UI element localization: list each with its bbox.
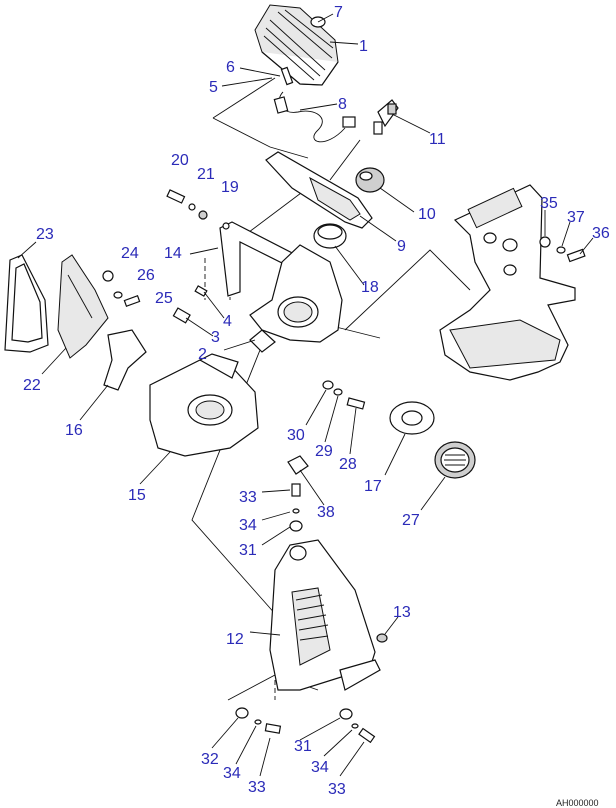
callout-19: 19 [221,179,239,196]
part-washer-26 [113,291,123,299]
part-washer-29 [333,388,343,396]
callout-36: 36 [592,225,610,242]
callout-18: 18 [361,279,379,296]
callout-10: 10 [418,206,436,223]
part-side-cover-23 [4,254,49,353]
callout-21: 21 [197,166,215,183]
part-bolt-28 [346,397,366,410]
callout-35: 35 [540,195,558,212]
part-washer-24 [102,270,114,282]
part-clip-38 [287,455,309,475]
part-lower-housing [149,353,259,457]
callout-34-lower-right: 34 [311,759,329,776]
part-washer-34-upper [292,508,300,514]
callout-13: 13 [393,604,411,621]
callout-24: 24 [121,245,139,262]
part-bolt-33-upper [291,483,301,497]
part-washer-30 [322,380,334,390]
part-washer-31-upper [289,520,303,532]
callout-34-upper: 34 [239,517,257,534]
callout-6: 6 [226,59,235,76]
part-bolt-25 [123,295,141,307]
part-wire-harness [273,66,356,143]
part-washer-31-lower [339,708,353,720]
callout-27: 27 [402,512,420,529]
part-washer-32 [235,707,249,719]
part-screw-13 [376,633,388,643]
figure-code: AH000000 [556,798,599,808]
callout-4: 4 [223,313,232,330]
callout-16: 16 [65,422,83,439]
part-bracket-plate [265,151,373,229]
callout-17: 17 [364,478,382,495]
part-bolt-36 [566,248,586,263]
callout-22: 22 [23,377,41,394]
part-right-cover [439,184,576,381]
callout-9: 9 [397,238,406,255]
callout-1: 1 [359,38,368,55]
part-bolt-3-4 [172,285,208,324]
part-headlight-assembly [254,4,339,86]
callout-31-lower: 31 [294,738,312,755]
callout-20: 20 [171,152,189,169]
callout-3: 3 [211,329,220,346]
part-bolt-33-lower-left [264,723,282,734]
part-washer-37 [556,246,566,254]
callout-11: 11 [429,131,446,148]
part-guard-16 [103,329,147,391]
callout-7: 7 [334,4,343,21]
callout-33-lower-right: 33 [328,781,346,798]
part-lower-cover [269,539,381,691]
part-washer-34-lower-left [254,719,262,725]
part-bolt-20 [166,189,208,220]
callout-2: 2 [198,346,207,363]
part-bulb [355,167,385,193]
callout-leaders [17,13,594,777]
callout-23: 23 [36,226,54,243]
callout-labels: 7 1 6 5 8 11 20 21 19 10 9 18 14 35 37 3… [23,4,610,808]
callout-38: 38 [317,504,335,521]
callout-33-lower-left: 33 [248,779,266,796]
callout-8: 8 [338,96,347,113]
part-socket [373,99,399,135]
callout-33-upper: 33 [239,489,257,506]
callout-12: 12 [226,631,244,648]
part-clamp [313,223,347,249]
callout-30: 30 [287,427,305,444]
part-upper-housing [249,244,343,353]
callout-29: 29 [315,443,333,460]
callout-32: 32 [201,751,219,768]
part-support-bracket [219,221,304,297]
part-washer-34-lower-right [351,723,359,729]
part-washer-35 [539,236,551,248]
callout-15: 15 [128,487,146,504]
part-seal-ring [389,401,435,435]
callout-37: 37 [567,209,585,226]
callout-31-upper: 31 [239,542,257,559]
part-bolt-33-lower-right [358,727,376,744]
callout-14: 14 [164,245,182,262]
callout-5: 5 [209,79,218,96]
callout-25: 25 [155,290,173,307]
part-side-cover-22 [57,254,109,359]
callout-34-lower-left: 34 [223,765,241,782]
callout-28: 28 [339,456,357,473]
callout-26: 26 [137,267,155,284]
part-grille [434,441,476,479]
